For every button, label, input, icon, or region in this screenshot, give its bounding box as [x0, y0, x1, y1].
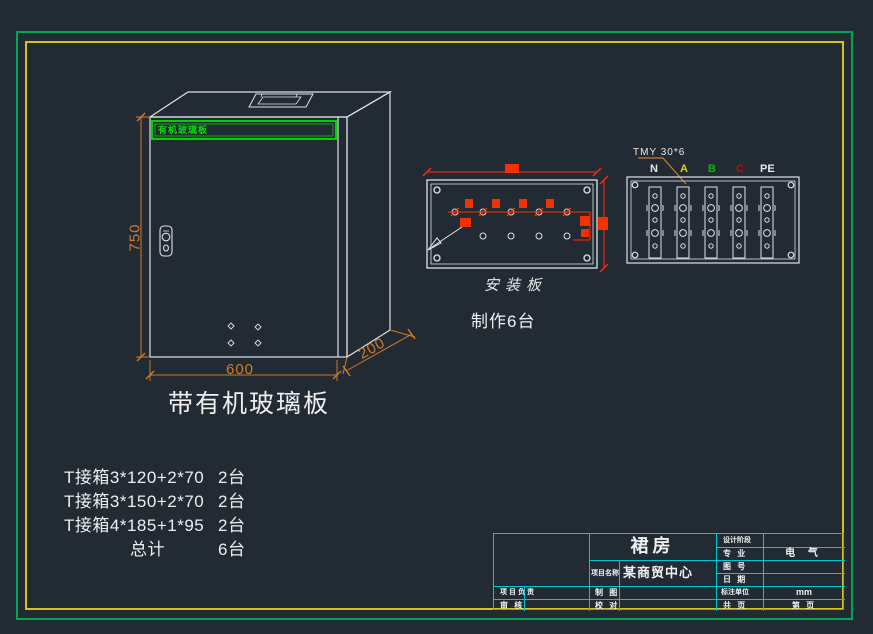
- mounting-plate-red-dimensions: [422, 164, 609, 273]
- mounting-plate-outline: [426, 179, 598, 269]
- bom-row-qty: 2台: [218, 468, 246, 487]
- unit-label: 标注单位: [721, 589, 749, 596]
- draft-label: 制 图: [595, 588, 620, 597]
- phase-label-c: C: [736, 163, 744, 175]
- cabinet-caption: 带有机玻璃板: [168, 390, 331, 418]
- major-value: 电 气: [785, 548, 823, 559]
- dim-width-600: 600: [226, 361, 255, 378]
- page-label: 第 页: [791, 601, 817, 610]
- busbar-panel-outline: [626, 176, 800, 264]
- review-label: 审 核: [500, 601, 525, 610]
- project-name: 某商贸中心: [623, 565, 694, 580]
- total-pages-label: 共 页: [723, 601, 748, 610]
- date-label: 日 期: [723, 575, 748, 584]
- door-vent-marks: [227, 322, 262, 347]
- busbar-bars: [646, 186, 776, 259]
- cabinet-glass-strip: [151, 120, 337, 140]
- major-label: 专 业: [723, 549, 748, 558]
- unit-value: mm: [795, 587, 812, 597]
- glass-strip-label: 有机玻璃板: [158, 125, 209, 135]
- production-note: 制作6台: [471, 312, 536, 331]
- phase-label-n: N: [650, 163, 658, 175]
- project-title: 裙房: [630, 536, 675, 556]
- mounting-plate-leader-arrow: [427, 226, 463, 251]
- title-block: 裙房 项目名称 某商贸中心 项目负责 审 核 制 图 校 对 设计阶段 专 业 …: [493, 533, 845, 611]
- sheet-border-inner: [25, 41, 844, 610]
- bom-row-item: T接箱4*185+1*95: [64, 516, 205, 535]
- phase-label-b: B: [708, 163, 716, 175]
- stage-label: 设计阶段: [723, 537, 751, 544]
- project-name-label: 项目名称: [591, 570, 619, 577]
- bom-row-item: T接箱3*120+2*70: [64, 468, 205, 487]
- check-label: 校 对: [595, 601, 620, 610]
- mounting-plate-caption: 安装板: [484, 277, 548, 294]
- bom-total-label: 总计: [130, 540, 165, 559]
- busbar-spec-label: TMY 30*6: [633, 147, 686, 158]
- bom-total-qty: 6台: [218, 540, 246, 559]
- drawing-no-label: 图 号: [723, 562, 748, 571]
- bom-row-qty: 2台: [218, 516, 246, 535]
- pm-label: 项目负责: [500, 589, 536, 596]
- phase-label-a: A: [680, 163, 688, 175]
- dimension-lines-cabinet: [136, 112, 416, 381]
- busbar-leader: [638, 157, 687, 185]
- phase-label-pe: PE: [760, 163, 775, 175]
- sheet-border-outer: [16, 31, 853, 620]
- dim-height-750: 750: [126, 223, 144, 252]
- lock-handle: [159, 225, 173, 257]
- bom-row-item: T接箱3*150+2*70: [64, 492, 205, 511]
- bom-row-qty: 2台: [218, 492, 246, 511]
